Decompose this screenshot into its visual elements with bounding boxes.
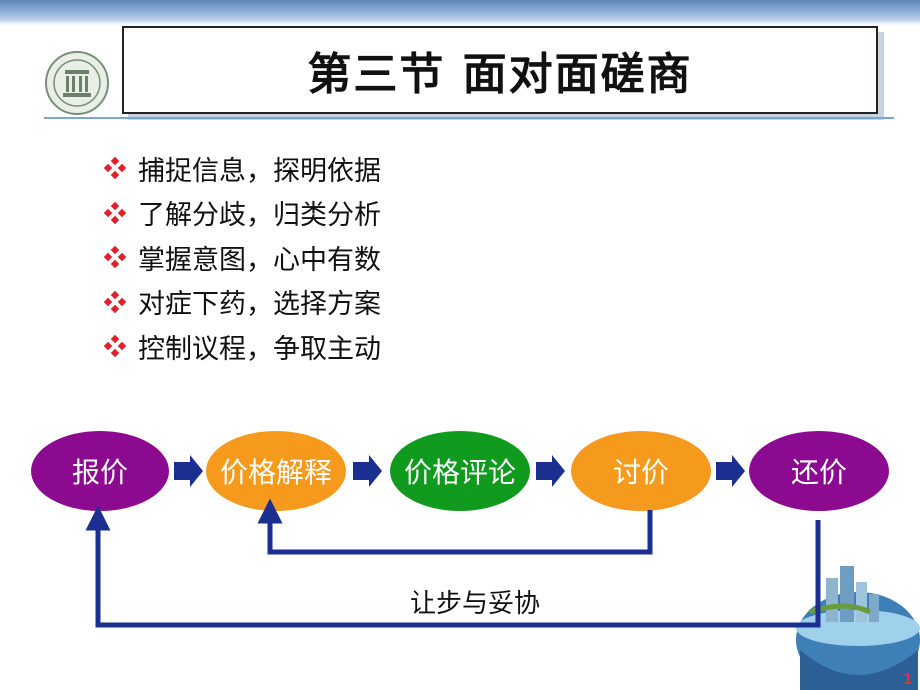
node-quote [31, 431, 169, 511]
arrow-right-icon [716, 455, 745, 487]
arrow-right-icon [536, 455, 565, 487]
bullet-item: 了解分歧，归类分析 [104, 191, 381, 236]
university-logo-icon [45, 51, 109, 115]
diamond-bullet-icon [104, 246, 126, 269]
node-label-price-explanation: 价格解释 [219, 456, 332, 489]
bullet-text: 捕捉信息，探明依据 [138, 155, 381, 187]
loop-label: 让步与妥协 [409, 589, 540, 619]
diamond-bullet-icon [104, 201, 126, 224]
node-label-quote: 报价 [71, 456, 128, 489]
bullet-item: 捕捉信息，探明依据 [104, 146, 381, 191]
slide-title: 第三节 面对面磋商 [307, 49, 693, 100]
node-label-counteroffer: 还价 [790, 456, 847, 489]
globe-city-icon [796, 566, 920, 690]
forward-arrows [174, 455, 745, 487]
diamond-bullet-icon [104, 157, 126, 180]
page-number: 1 [903, 672, 913, 688]
node-bargain [571, 431, 711, 511]
bullet-text: 掌握意图，心中有数 [138, 244, 381, 276]
inner-loop-arrow [257, 498, 653, 555]
bullet-item: 控制议程，争取主动 [104, 324, 381, 369]
bullet-text: 控制议程，争取主动 [138, 333, 381, 365]
top-band [0, 0, 920, 26]
node-label-price-review: 价格评论 [403, 456, 516, 489]
arrow-right-icon [174, 455, 203, 487]
node-price-review [390, 431, 530, 511]
bullet-list: 捕捉信息，探明依据 了解分歧，归类分析 掌握意图，心中有数 对症下药，选择方案 … [104, 146, 381, 369]
bullet-text: 对症下药，选择方案 [138, 289, 381, 321]
diamond-bullet-icon [104, 335, 126, 358]
bullet-text: 了解分歧，归类分析 [138, 200, 381, 232]
diamond-bullet-icon [104, 290, 126, 313]
bullet-item: 对症下药，选择方案 [104, 280, 381, 325]
bullet-item: 掌握意图，心中有数 [104, 235, 381, 280]
node-counteroffer [749, 431, 889, 511]
node-label-bargain: 讨价 [612, 456, 669, 489]
title-box: 第三节 面对面磋商 [122, 26, 878, 114]
node-price-explanation [206, 431, 346, 511]
outer-loop-arrow [85, 505, 821, 628]
title-divider [44, 117, 894, 119]
arrow-right-icon [353, 455, 382, 487]
